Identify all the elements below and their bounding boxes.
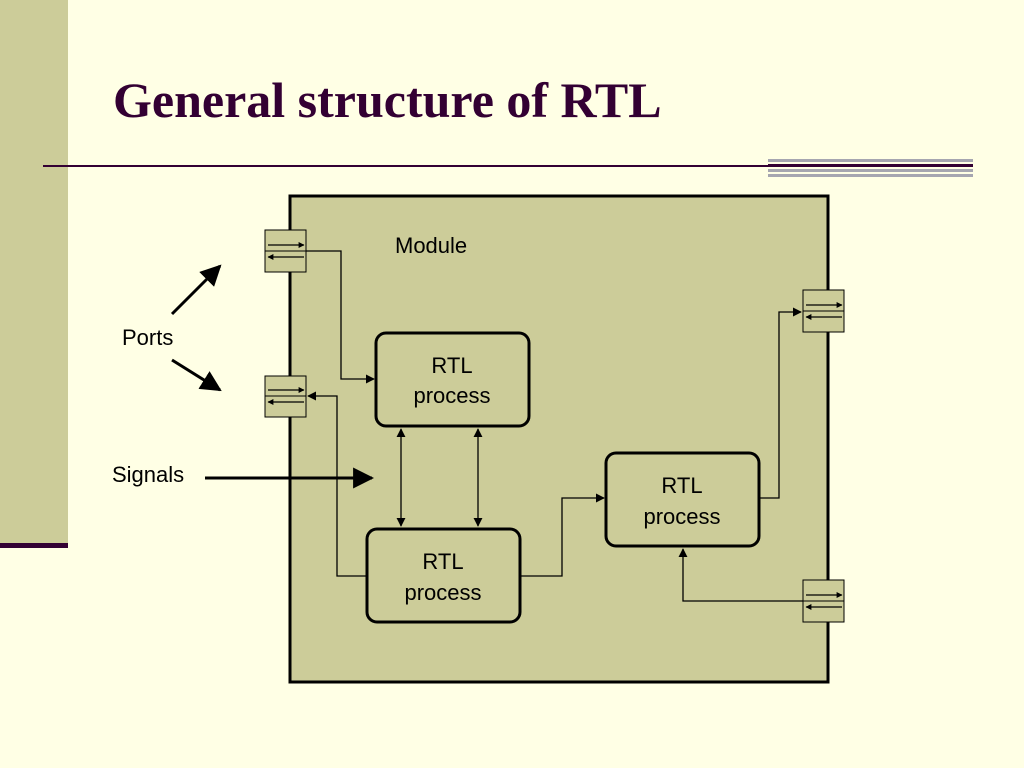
- signals-label: Signals: [112, 462, 184, 487]
- port-top-left: [264, 229, 307, 273]
- title-divider: [43, 165, 973, 167]
- ports-label: Ports: [122, 325, 173, 350]
- ports-arrow-up: [170, 264, 222, 316]
- signal-process2-to-process3: [520, 493, 605, 577]
- slide-title: General structure of RTL: [113, 72, 662, 128]
- module-label: Module: [395, 233, 467, 258]
- left-decor-band: [0, 0, 68, 546]
- left-decor-rule: [0, 543, 68, 548]
- port-bottom-right: [802, 579, 845, 623]
- port-mid-left: [264, 375, 307, 418]
- signal-process3-to-port3: [759, 307, 802, 499]
- process-3-line2: process: [643, 504, 720, 529]
- rtl-process-3: RTL process: [604, 451, 761, 548]
- process-1-line1: RTL: [431, 353, 472, 378]
- ports-arrow-down: [171, 358, 222, 392]
- process-2-line2: process: [404, 580, 481, 605]
- process-3-line1: RTL: [661, 473, 702, 498]
- port-top-right: [802, 289, 845, 333]
- signal-port4-to-process3: [678, 548, 803, 602]
- rtl-process-2: RTL process: [365, 527, 522, 624]
- signal-port1-to-process1: [306, 250, 375, 384]
- signal-process2-to-port2: [307, 391, 367, 577]
- rtl-process-1: RTL process: [374, 331, 531, 428]
- accent-bar: [768, 159, 973, 178]
- process-2-line1: RTL: [422, 549, 463, 574]
- process-1-line2: process: [413, 383, 490, 408]
